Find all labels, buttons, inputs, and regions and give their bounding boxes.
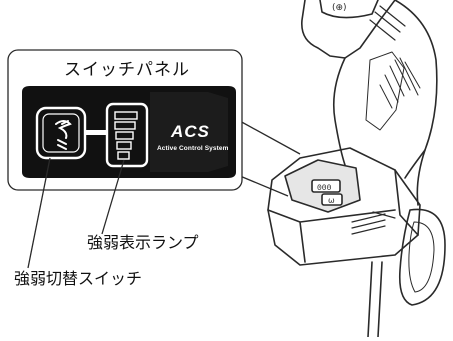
power-cord: [367, 261, 383, 338]
lamp-leader-line: [101, 159, 125, 235]
lamp-bar-4: [116, 141, 132, 150]
callout-leaders: [27, 157, 125, 269]
zoom-connectors: [237, 119, 301, 197]
strength-switch-label: 強弱切替スイッチ: [14, 269, 143, 288]
tool-top-cap: [319, 0, 379, 19]
acs-logo-subtitle: Active Control System: [157, 145, 229, 152]
strength-switch-button-inner: [42, 113, 80, 153]
switch-panel-title: スイッチパネル: [64, 60, 190, 80]
impact-mode-icon: [55, 120, 72, 150]
strength-lamp-icon: [114, 111, 138, 160]
strength-lamp-label: 強弱表示ランプ: [87, 233, 199, 252]
lamp-bar-1: [114, 111, 138, 120]
tool-side-ribs: [369, 5, 406, 41]
grip-texture: [365, 51, 421, 131]
base-vents: [351, 211, 396, 235]
belt-clip: [398, 208, 446, 306]
lamp-bar-2: [114, 121, 136, 130]
acs-logo: ACS: [171, 122, 210, 141]
tool-panel-button: [321, 193, 343, 206]
tool-grip: [332, 57, 426, 179]
lamp-bar-3: [115, 131, 134, 140]
tool-panel-digits-frame: [311, 179, 341, 193]
button-lamp-connector: [85, 130, 107, 135]
tool-base-lower: [267, 209, 396, 263]
tool-panel-digits: 000: [317, 184, 332, 193]
impact-driver-illustration: [267, 0, 446, 338]
panel-divider: [150, 92, 228, 172]
lamp-bar-5: [117, 151, 130, 160]
tool-panel-glyph: ω: [328, 196, 335, 205]
tool-top-marking: (⊕): [332, 3, 347, 13]
tool-housing-right: [394, 0, 438, 206]
belt-clip-inner: [408, 221, 435, 293]
tool-top-housing: [301, 0, 396, 59]
switch-leader-line: [27, 157, 51, 269]
